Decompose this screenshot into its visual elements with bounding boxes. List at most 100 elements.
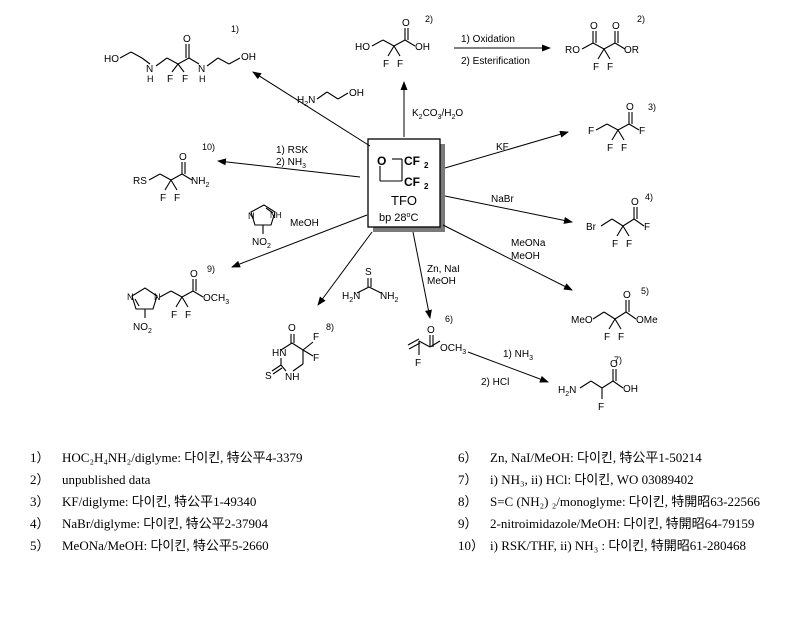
svg-text:F: F (618, 332, 624, 343)
svg-text:H2N: H2N (558, 385, 576, 398)
reagent-thiourea: S H2N NH2 (342, 267, 398, 304)
reagent-zn-meoh: MeOH (427, 276, 456, 287)
ref-note-2b: 2) (637, 14, 645, 24)
svg-text:H: H (147, 74, 154, 84)
svg-text:F: F (383, 59, 389, 70)
svg-text:O: O (612, 21, 620, 32)
product-2-acid: HO O OH F F 2) (355, 14, 433, 70)
reference-9: 9）2-nitroimidazole/MeOH: 다이킨, 特開昭64-7915… (458, 516, 755, 531)
svg-text:O: O (631, 197, 639, 208)
svg-text:F: F (313, 353, 319, 364)
svg-text:HO: HO (355, 42, 370, 53)
reaction-arrows (217, 44, 573, 383)
reference-2: 2）unpublished data (30, 472, 151, 487)
svg-text:O: O (190, 269, 198, 280)
svg-text:F: F (174, 193, 180, 204)
references-left: 1）HOC₂H₄NH₂/diglyme: 다이킨, 特公平4-3379 2）un… (30, 447, 303, 557)
reference-10: 10）i) RSK/THF, ii) NH₃ : 다이킨, 特開昭61-2804… (458, 538, 747, 553)
svg-text:F: F (415, 358, 421, 369)
ref-note-3: 3) (648, 102, 656, 112)
reagent-oxidation: 1) Oxidation (461, 34, 515, 45)
svg-text:O: O (402, 18, 410, 29)
svg-text:O: O (623, 290, 631, 301)
svg-text:F: F (313, 332, 319, 343)
tfo-cf2-bottom: CF (404, 175, 420, 189)
svg-text:H: H (199, 74, 206, 84)
svg-text:RO: RO (565, 45, 580, 56)
svg-text:N: N (127, 292, 134, 302)
reagent-nitroimidazole: N NH NO2 (248, 204, 282, 250)
svg-text:F: F (607, 143, 613, 154)
reagent-hcl: 2) HCl (481, 377, 509, 388)
svg-text:F: F (160, 193, 166, 204)
ref-note-4: 4) (645, 192, 653, 202)
svg-text:H2N: H2N (342, 291, 360, 304)
reference-7: 7）i) NH₃, ii) HCl: 다이킨, WO 03089402 (458, 472, 694, 487)
product-10: RS O NH2 F F 10) (133, 142, 215, 204)
ref-note-10: 10) (202, 142, 215, 152)
reagent-meoh-imidazole: MeOH (290, 218, 319, 229)
product-9: N N NO2 O OCH3 F F 9) (127, 264, 229, 335)
reagent-zn-nai: Zn, NaI (427, 264, 460, 275)
svg-text:OH: OH (349, 88, 364, 99)
svg-text:F: F (182, 74, 188, 85)
product-3: F O F F F 3) (588, 102, 656, 154)
reference-8: 8）S=C (NH₂) ₂/monoglyme: 다이킨, 特開昭63-2256… (458, 494, 761, 509)
svg-text:O: O (626, 102, 634, 113)
reference-1: 1）HOC₂H₄NH₂/diglyme: 다이킨, 特公平4-3379 (30, 450, 303, 465)
svg-text:HO: HO (104, 54, 119, 65)
svg-text:F: F (644, 222, 650, 233)
svg-text:OH: OH (241, 52, 256, 63)
svg-text:N: N (154, 292, 161, 302)
svg-text:2: 2 (424, 161, 429, 170)
ref-note-1: 1) (231, 24, 239, 34)
reference-5: 5）MeONa/MeOH: 다이킨, 特公平5-2660 (30, 538, 269, 553)
ref-note-5: 5) (641, 286, 649, 296)
svg-text:2: 2 (424, 182, 429, 191)
svg-text:MeO: MeO (571, 315, 593, 326)
svg-text:N: N (146, 64, 153, 75)
svg-text:N: N (248, 211, 255, 221)
svg-text:NO2: NO2 (133, 322, 152, 335)
product-1: HO N H O F F N H OH 1) (104, 24, 256, 85)
tfo-cf2-top: CF (404, 154, 420, 168)
svg-text:RS: RS (133, 176, 147, 187)
references-right: 6）Zn, NaI/MeOH: 다이킨, 特公平1-50214 7）i) NH₃… (458, 447, 760, 557)
svg-text:F: F (626, 239, 632, 250)
svg-text:NH: NH (285, 372, 299, 383)
svg-text:O: O (183, 34, 191, 45)
product-8: O HN S NH F F 8) (265, 322, 334, 383)
ref-note-9: 9) (207, 264, 215, 274)
reagent-rsk-nh3: 2) NH3 (276, 157, 306, 170)
ref-note-6: 6) (445, 314, 453, 324)
ref-note-8: 8) (326, 322, 334, 332)
reference-3: 3）KF/diglyme: 다이킨, 特公平1-49340 (30, 494, 257, 509)
svg-text:F: F (397, 59, 403, 70)
svg-text:OR: OR (624, 45, 639, 56)
product-5: MeO O OMe F F 5) (571, 286, 658, 343)
svg-text:F: F (593, 62, 599, 73)
svg-text:F: F (621, 143, 627, 154)
reference-6: 6）Zn, NaI/MeOH: 다이킨, 特公平1-50214 (458, 450, 702, 465)
svg-text:Br: Br (586, 222, 597, 233)
svg-text:S: S (365, 267, 372, 278)
reagent-nabr: NaBr (491, 194, 514, 205)
svg-text:O: O (179, 152, 187, 163)
svg-text:F: F (607, 62, 613, 73)
svg-text:F: F (612, 239, 618, 250)
svg-text:O: O (288, 323, 296, 334)
svg-text:HN: HN (272, 348, 286, 359)
product-4: Br O F F F 4) (586, 192, 653, 250)
ref-note-7: 7) (614, 355, 622, 365)
svg-text:NH2: NH2 (380, 291, 398, 304)
reference-4: 4）NaBr/diglyme: 다이킨, 特公平2-37904 (30, 516, 268, 531)
reagent-ethanolamine: H2N (297, 95, 315, 108)
product-6: O OCH3 F 6) (407, 314, 466, 369)
tfo-box: O CF 2 CF 2 TFO bp 28oC (367, 138, 445, 232)
svg-text:O: O (610, 359, 618, 370)
reagent-labels: H2N OH K2CO3/H2O 1) Oxidation 2) Esterif… (248, 34, 546, 388)
svg-text:OMe: OMe (636, 315, 658, 326)
svg-text:F: F (639, 126, 645, 137)
